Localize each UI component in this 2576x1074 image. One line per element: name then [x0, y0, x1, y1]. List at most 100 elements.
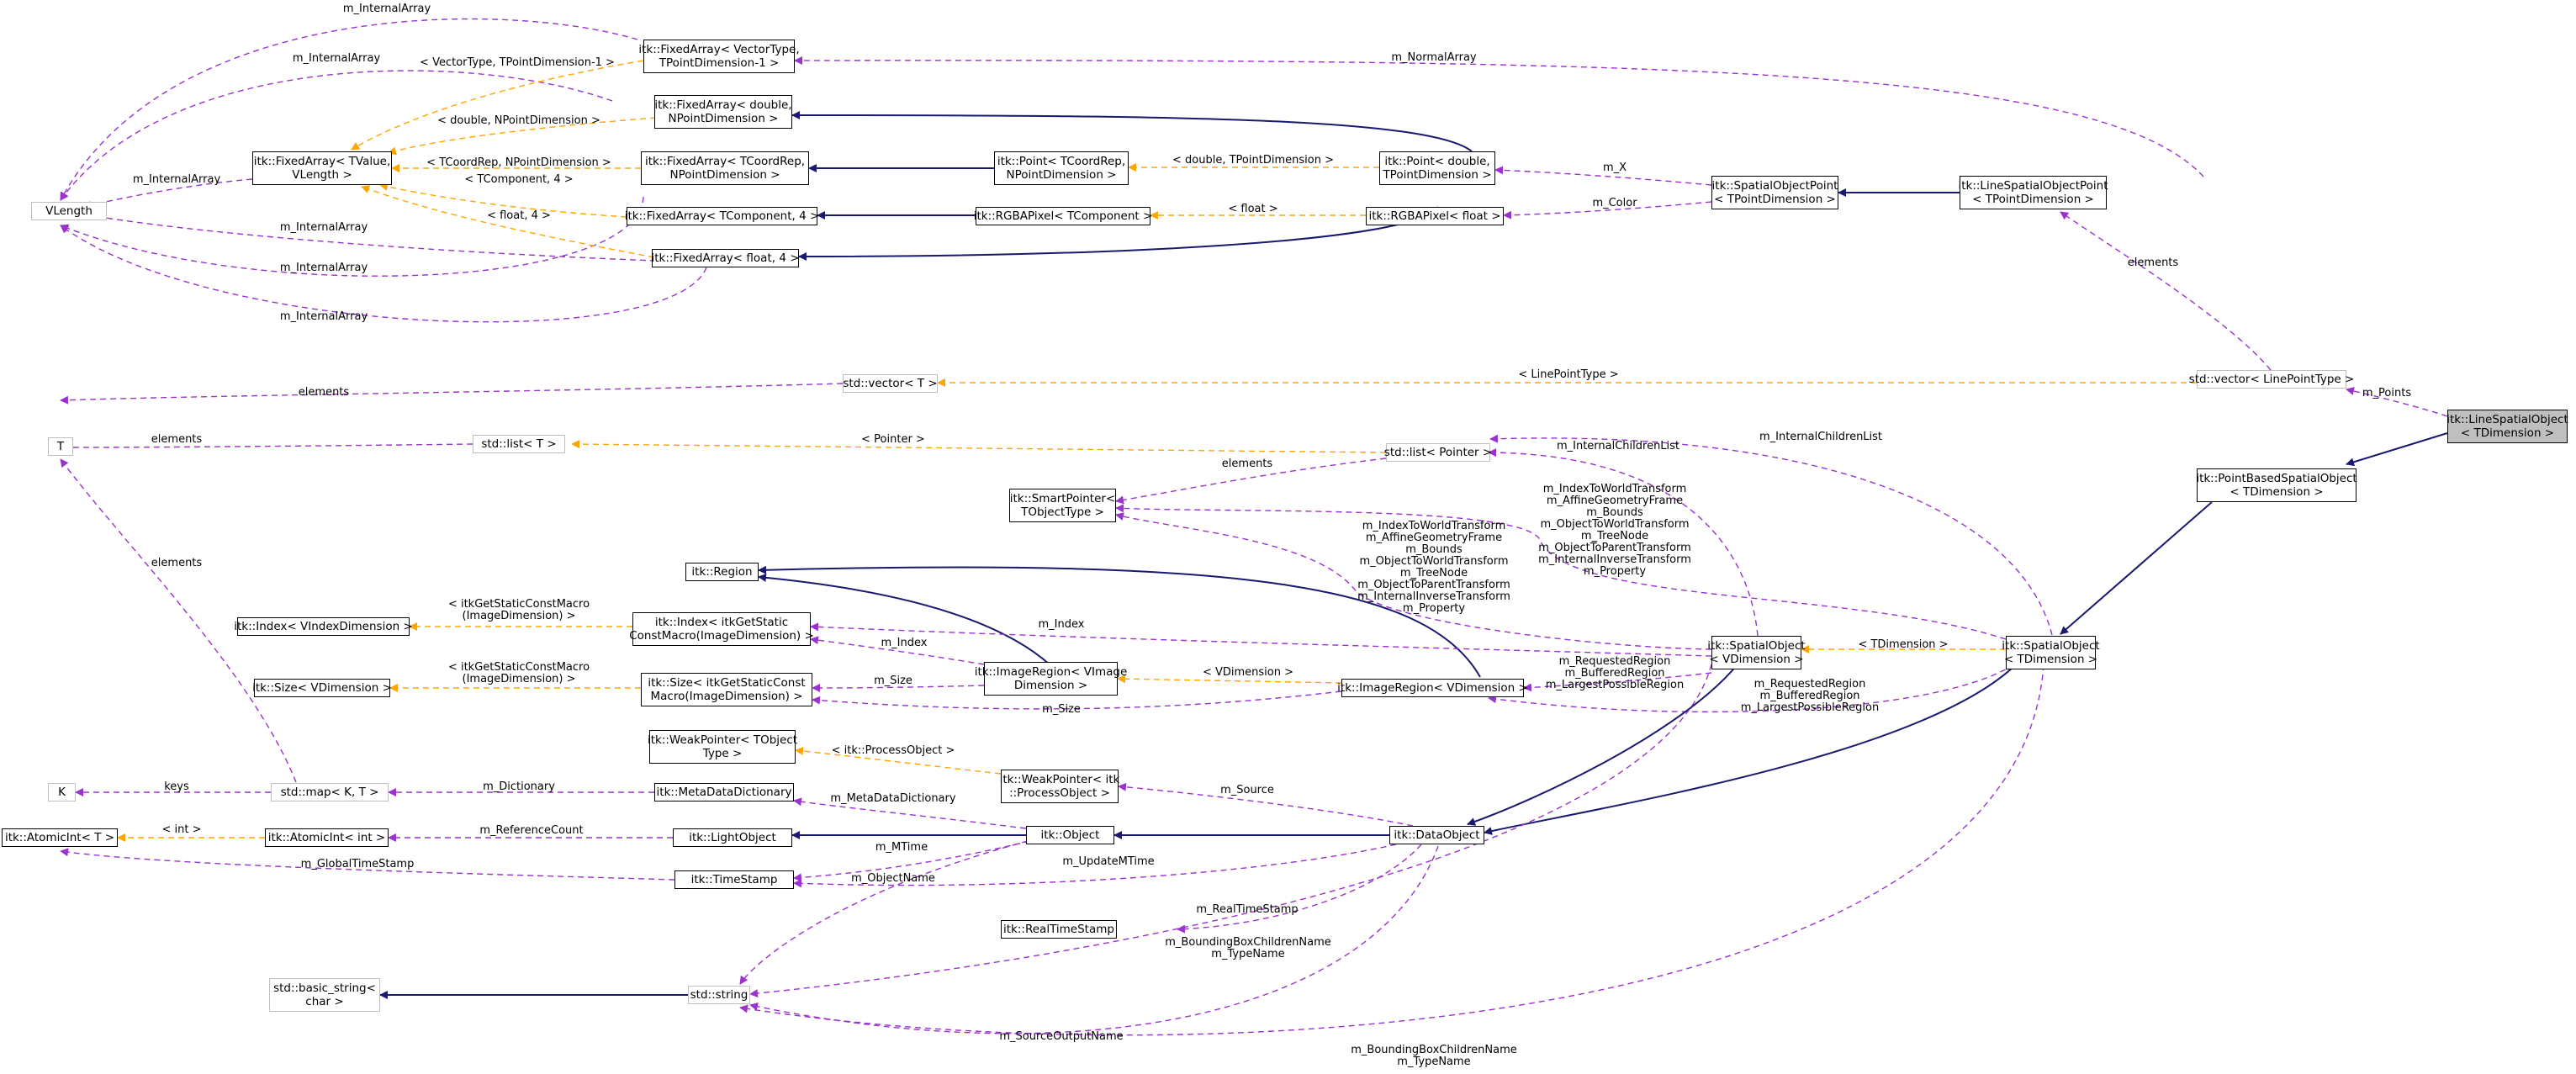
edge-elements [60, 458, 297, 783]
node-index-static[interactable]: itk::Index< itkGetStatic ConstMacro(Imag… [629, 612, 814, 646]
node-point-based-spatial-object[interactable]: itk::PointBasedSpatialObject < TDimensio… [2196, 468, 2357, 502]
node-timestamp[interactable]: itk::TimeStamp [674, 870, 794, 889]
edge-normal-array [794, 56, 2204, 177]
edge-template [571, 440, 1387, 453]
edge-m-index [810, 622, 1712, 657]
node-label: itk::ImageRegion< VImage Dimension > [974, 665, 1128, 692]
edge-inheritance [2346, 432, 2448, 467]
edge-internal-array [60, 70, 613, 201]
node-label: itk::LineSpatialObjectPoint < TPointDime… [1958, 179, 2108, 206]
node-fixedarray-vectortype[interactable]: itk::FixedArray< VectorType, TPointDimen… [638, 40, 800, 73]
node-object[interactable]: itk::Object [1026, 826, 1114, 844]
node-spatialobject-vdimension[interactable]: itk::SpatialObject < VDimension > [1707, 636, 1806, 669]
edge-label: elements [151, 433, 203, 446]
edge-label: < VDimension > [1203, 666, 1293, 679]
node-fixedarray-float[interactable]: itk::FixedArray< float, 4 > [651, 249, 800, 267]
node-point-tcoordrep[interactable]: itk::Point< TCoordRep, NPointDimension > [994, 151, 1129, 185]
edge-m-source [1118, 782, 1414, 827]
edge-label: m_InternalArray [293, 52, 381, 65]
edge-label: m_X [1603, 161, 1627, 174]
node-weakpointer-processobject[interactable]: itk::WeakPointer< itk ::ProcessObject > [999, 770, 1120, 803]
node-std-vector-linepointtype[interactable]: std::vector< LinePointType > [2189, 370, 2354, 389]
node-size-static[interactable]: itk::Size< itkGetStaticConst Macro(Image… [641, 673, 812, 706]
edge-label: < itk::ProcessObject > [832, 744, 955, 757]
node-size-vdimension[interactable]: itk::Size< VDimension > [252, 679, 392, 697]
edge-transforms [1115, 504, 2007, 640]
node-rgbapixel-tcomponent[interactable]: itk::RGBAPixel< TComponent > [974, 207, 1152, 225]
node-line-spatial-object[interactable]: itk::LineSpatialObject < TDimension > [2446, 410, 2568, 443]
node-label: itk::FixedArray< float, 4 > [651, 251, 800, 265]
edge-inheritance [2060, 501, 2213, 635]
node-smart-pointer[interactable]: itk::SmartPointer< TObjectType > [1009, 489, 1116, 522]
node-label: itk::Object [1040, 828, 1100, 842]
node-dataobject[interactable]: itk::DataObject [1389, 826, 1484, 844]
edge-label: < itkGetStaticConstMacro(ImageDimension)… [448, 661, 590, 685]
node-lightobject[interactable]: itk::LightObject [673, 828, 792, 847]
node-label: itk::ImageRegion< VDimension > [1337, 681, 1528, 695]
node-label: std::list< T > [481, 437, 557, 451]
node-label: itk::Size< itkGetStaticConst Macro(Image… [648, 676, 806, 703]
edge-internal-children [1488, 448, 1759, 637]
node-metadatadictionary[interactable]: itk::MetaDataDictionary [654, 783, 794, 802]
edge-template [351, 60, 644, 151]
node-label: itk::SpatialObjectPoint < TPointDimensio… [1711, 179, 1838, 206]
node-std-map[interactable]: std::map< K, T > [271, 783, 389, 802]
node-basic-string[interactable]: std::basic_string< char > [269, 978, 380, 1012]
edge-label: < int > [162, 823, 202, 836]
node-std-list-pointer[interactable]: std::list< Pointer > [1384, 443, 1492, 462]
node-std-vector-t[interactable]: std::vector< T > [843, 374, 938, 393]
node-label: itk::TimeStamp [690, 873, 778, 886]
node-std-string[interactable]: std::string [688, 986, 750, 1004]
node-weakpointer-tobject[interactable]: itk::WeakPointer< TObject Type > [647, 730, 798, 764]
node-label: itk::WeakPointer< TObject Type > [647, 733, 798, 760]
node-label: itk::PointBasedSpatialObject < TDimensio… [2196, 472, 2357, 499]
node-t[interactable]: T [48, 437, 73, 456]
node-fixedarray-tcomponent[interactable]: itk::FixedArray< TComponent, 4 > [625, 207, 819, 225]
node-spatialobject-tdimension[interactable]: itk::SpatialObject < TDimension > [2002, 636, 2100, 669]
edge-m-x [1494, 166, 1712, 186]
node-atomicint-int[interactable]: itk::AtomicInt< int > [265, 828, 389, 847]
node-region[interactable]: itk::Region [685, 563, 759, 581]
node-rgbapixel-float[interactable]: itk::RGBAPixel< float > [1366, 207, 1504, 225]
edge-label: m_MetaDataDictionary [830, 792, 955, 805]
node-line-spatial-object-point[interactable]: itk::LineSpatialObjectPoint < TPointDime… [1958, 176, 2108, 209]
node-realtimestamp[interactable]: itk::RealTimeStamp [1001, 920, 1117, 939]
edge-internal-array [60, 196, 644, 277]
edge-label: m_Points [2362, 387, 2411, 399]
edge-label: m_Size [1042, 703, 1081, 716]
node-label: itk::FixedArray< TValue, VLength > [253, 155, 391, 182]
node-label: itk::DataObject [1394, 828, 1480, 842]
node-index-vindex[interactable]: itk::Index< VIndexDimension > [234, 617, 413, 636]
node-fixedarray-tvalue[interactable]: itk::FixedArray< TValue, VLength > [252, 151, 392, 185]
node-imageregion-vimage[interactable]: itk::ImageRegion< VImage Dimension > [975, 662, 1127, 696]
edge-label: < LinePointType > [1518, 368, 1618, 381]
edge-inheritance [1467, 664, 1738, 826]
node-atomicint-t[interactable]: itk::AtomicInt< T > [2, 828, 118, 847]
edge-internal-array [83, 211, 657, 262]
node-label: VLength [45, 204, 93, 218]
node-fixedarray-double[interactable]: itk::FixedArray< double, NPointDimension… [654, 95, 792, 129]
edge-label: m_Size [874, 675, 912, 687]
edge-inheritance [758, 565, 1481, 678]
node-spatial-object-point[interactable]: itk::SpatialObjectPoint < TPointDimensio… [1711, 176, 1838, 209]
node-k[interactable]: K [48, 783, 76, 802]
edge-label: m_ObjectName [851, 872, 935, 885]
edge-template [388, 117, 657, 156]
node-imageregion-vdimension[interactable]: itk::ImageRegion< VDimension > [1337, 679, 1528, 697]
node-point-double[interactable]: itk::Point< double, TPointDimension > [1379, 151, 1495, 185]
node-label: itk::Point< double, TPointDimension > [1383, 155, 1492, 182]
node-label: itk::Index< VIndexDimension > [234, 620, 413, 633]
edge-label: m_InternalChildrenList [1759, 431, 1882, 443]
node-fixedarray-tcoordrep[interactable]: itk::FixedArray< TCoordRep, NPointDimens… [641, 151, 809, 185]
edge-label: < double, TPointDimension > [1172, 154, 1334, 167]
edge-inheritance [758, 573, 1050, 665]
node-label: itk::WeakPointer< itk ::ProcessObject > [999, 773, 1120, 800]
node-std-list-t[interactable]: std::list< T > [473, 435, 565, 453]
edge-internal-array [60, 225, 707, 323]
node-vlength[interactable]: VLength [31, 202, 107, 220]
